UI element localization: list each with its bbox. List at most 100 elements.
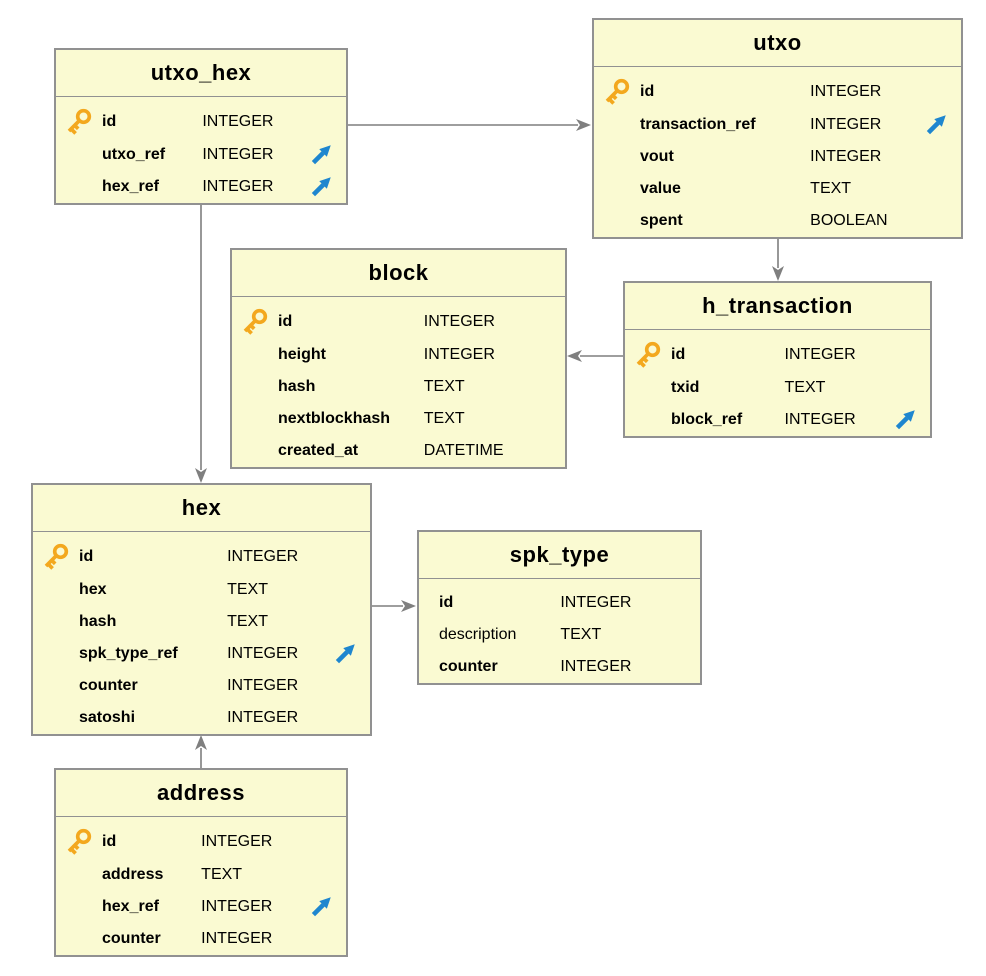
field-name: id [278, 313, 293, 330]
field-type: TEXT [201, 866, 243, 883]
field-row: counter INTEGER [419, 651, 700, 683]
field-row: block_ref INTEGER [625, 404, 930, 436]
field-name: counter [102, 930, 161, 947]
field-name: height [278, 346, 326, 363]
field-name: satoshi [79, 709, 136, 726]
table-title: utxo [594, 20, 961, 67]
field-type: TEXT [810, 180, 852, 197]
field-type: INTEGER [227, 709, 299, 726]
table-title: h_transaction [625, 283, 930, 330]
field-type: INTEGER [202, 178, 274, 195]
foreign-key-arrow-icon [926, 115, 946, 135]
field-name: counter [439, 658, 498, 675]
table-title: block [232, 250, 565, 297]
table-address[interactable]: address id INTEGER address TEXT hex_ref … [54, 768, 348, 957]
table-hex[interactable]: hex id INTEGER hex TEXT hash TEXT [31, 483, 372, 736]
field-type: INTEGER [227, 645, 299, 662]
field-row: transaction_ref INTEGER [594, 109, 961, 141]
field-row: utxo_ref INTEGER [56, 139, 346, 171]
table-utxo[interactable]: utxo id INTEGER transaction_ref INTEGER … [592, 18, 963, 239]
primary-key-icon [605, 78, 630, 105]
relationship-arrow-utxo_hex-hex [195, 198, 207, 483]
field-type: TEXT [784, 379, 826, 396]
field-name: txid [671, 379, 700, 396]
field-type: TEXT [227, 581, 268, 598]
field-name: value [640, 180, 681, 197]
field-type: TEXT [423, 378, 465, 395]
field-name: transaction_ref [640, 116, 756, 133]
field-name: counter [79, 677, 138, 694]
foreign-key-arrow-icon [311, 897, 331, 917]
field-name: hash [79, 613, 117, 630]
field-type: INTEGER [201, 898, 273, 915]
field-row: description TEXT [419, 619, 700, 651]
field-name: spent [640, 212, 683, 229]
field-type: INTEGER [784, 346, 856, 363]
field-name: id [439, 594, 454, 611]
field-row: txid TEXT [625, 372, 930, 404]
field-type: TEXT [560, 626, 602, 643]
field-row: id INTEGER [419, 587, 700, 619]
field-row: hash TEXT [232, 371, 565, 403]
field-name: nextblockhash [278, 410, 391, 427]
field-name: block_ref [671, 411, 743, 428]
field-type: INTEGER [784, 411, 856, 428]
field-name: id [640, 83, 655, 100]
relationship-arrow-h_transaction-block [567, 350, 628, 362]
field-type: INTEGER [202, 146, 274, 163]
table-title: address [56, 770, 346, 817]
field-type: INTEGER [201, 930, 273, 947]
field-type: INTEGER [423, 346, 495, 363]
foreign-key-arrow-icon [311, 177, 331, 197]
field-row: created_at DATETIME [232, 435, 565, 467]
field-row: height INTEGER [232, 339, 565, 371]
foreign-key-arrow-icon [895, 410, 915, 430]
field-type: INTEGER [227, 677, 299, 694]
primary-key-icon [44, 543, 69, 570]
field-row: id INTEGER [625, 338, 930, 372]
field-row: counter INTEGER [33, 670, 370, 702]
field-row: id INTEGER [594, 75, 961, 109]
field-type: INTEGER [423, 313, 495, 330]
field-type: TEXT [227, 613, 268, 630]
primary-key-icon [636, 341, 661, 368]
field-row: hex_ref INTEGER [56, 171, 346, 203]
field-type: INTEGER [202, 113, 274, 130]
table-spk_type[interactable]: spk_type id INTEGER description TEXT cou… [417, 530, 702, 685]
field-type: INTEGER [810, 116, 882, 133]
field-name: hex_ref [102, 898, 159, 915]
field-type: DATETIME [423, 442, 504, 459]
field-row: spk_type_ref INTEGER [33, 638, 370, 670]
table-block[interactable]: block id INTEGER height INTEGER hash TEX… [230, 248, 567, 469]
primary-key-icon [243, 308, 268, 335]
field-name: address [102, 866, 164, 883]
field-name: hex [79, 581, 107, 598]
field-name: vout [640, 148, 674, 165]
table-utxo_hex[interactable]: utxo_hex id INTEGER utxo_ref INTEGER hex… [54, 48, 348, 205]
field-name: description [439, 626, 517, 643]
field-type: INTEGER [560, 594, 632, 611]
field-type: INTEGER [201, 833, 273, 850]
field-row: satoshi INTEGER [33, 702, 370, 734]
field-row: id INTEGER [33, 540, 370, 574]
field-name: id [102, 833, 117, 850]
table-title: hex [33, 485, 370, 532]
field-name: utxo_ref [102, 146, 166, 163]
relationship-arrow-utxo_hex-utxo [342, 119, 591, 131]
relationship-arrow-hex-spk_type [366, 600, 416, 612]
field-row: counter INTEGER [56, 923, 346, 955]
field-type: INTEGER [810, 148, 882, 165]
field-type: INTEGER [810, 83, 882, 100]
field-name: spk_type_ref [79, 645, 178, 662]
field-row: nextblockhash TEXT [232, 403, 565, 435]
table-h_transaction[interactable]: h_transaction id INTEGER txid TEXT block… [623, 281, 932, 438]
field-type: INTEGER [560, 658, 632, 675]
table-title: utxo_hex [56, 50, 346, 97]
table-title: spk_type [419, 532, 700, 579]
field-row: hex_ref INTEGER [56, 891, 346, 923]
field-row: spent BOOLEAN [594, 205, 961, 237]
primary-key-icon [67, 108, 92, 135]
field-row: hash TEXT [33, 606, 370, 638]
foreign-key-arrow-icon [335, 644, 355, 664]
